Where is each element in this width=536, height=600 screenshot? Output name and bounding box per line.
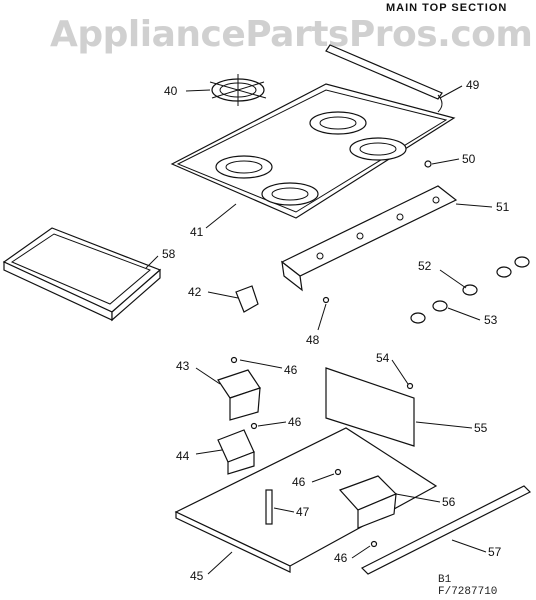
leader-lines xyxy=(145,85,493,575)
part-knobs-52[interactable] xyxy=(462,256,530,296)
part-bracket-44[interactable] xyxy=(217,429,255,475)
part-knobs-53[interactable] xyxy=(410,300,448,324)
footer-code-b1: B1 xyxy=(438,574,452,586)
callout-58: 58 xyxy=(162,247,176,261)
callout-44: 44 xyxy=(176,449,190,463)
callout-57: 57 xyxy=(488,545,502,559)
callout-54: 54 xyxy=(376,351,390,365)
callout-47: 47 xyxy=(296,505,310,519)
part-burner-grate-40[interactable] xyxy=(209,74,267,106)
callout-46-d: 46 xyxy=(334,551,348,565)
callout-46-c: 46 xyxy=(292,475,306,489)
callout-53: 53 xyxy=(484,313,498,327)
part-bottom-pan-45[interactable] xyxy=(174,427,438,573)
part-burner-box-56[interactable] xyxy=(338,475,398,529)
callout-50: 50 xyxy=(462,152,476,166)
footer-code-part: F/7287710 xyxy=(438,586,498,598)
callout-51: 51 xyxy=(496,200,510,214)
part-trim-strip-49[interactable] xyxy=(325,44,443,113)
part-clip-42[interactable] xyxy=(235,285,259,313)
callout-45: 45 xyxy=(190,569,204,583)
callout-40: 40 xyxy=(164,84,178,98)
callout-52: 52 xyxy=(418,259,432,273)
part-rear-panel-55[interactable] xyxy=(325,367,415,447)
callout-46-b: 46 xyxy=(288,415,302,429)
callout-42: 42 xyxy=(188,285,202,299)
callout-41: 41 xyxy=(190,225,204,239)
callout-49: 49 xyxy=(466,78,480,92)
part-screws-46[interactable] xyxy=(230,356,414,548)
callout-48: 48 xyxy=(306,333,320,347)
watermark: AppliancePartsPros.com xyxy=(50,14,533,55)
part-pin-47[interactable] xyxy=(265,489,273,525)
callout-numbers: 40 41 42 43 44 45 46 46 46 46 47 48 49 5… xyxy=(162,78,510,583)
part-bracket-43[interactable] xyxy=(217,369,261,421)
part-strip-57[interactable] xyxy=(360,485,532,575)
part-screw-48[interactable] xyxy=(322,296,330,304)
section-title: MAIN TOP SECTION xyxy=(386,2,508,14)
callout-46-a: 46 xyxy=(284,363,298,377)
callout-56: 56 xyxy=(442,495,456,509)
callout-55: 55 xyxy=(474,421,488,435)
part-manifold-bracket-51[interactable] xyxy=(280,185,458,292)
part-panel-58[interactable] xyxy=(2,227,162,322)
part-main-top-41[interactable] xyxy=(170,83,456,219)
callout-43: 43 xyxy=(176,359,190,373)
part-screw-50[interactable] xyxy=(424,160,432,168)
